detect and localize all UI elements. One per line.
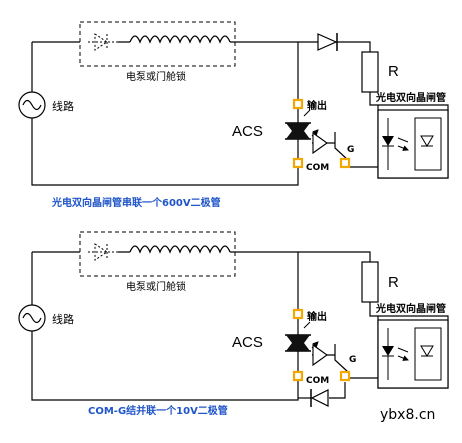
bottom-output-terminal [292,308,304,320]
bottom-opto-label: 光电双向晶闸管 [375,302,446,315]
bottom-enclosure [79,231,236,277]
top-coil [129,35,231,44]
bottom-g-label: G [349,355,356,365]
top-com-label: COM [306,163,329,173]
bottom-circuit: 线路 电泵或门舱锁 R 光电双向晶闸管 ACS [18,231,449,417]
bottom-terminals [292,308,351,382]
top-acs-label: ACS [232,123,263,140]
bottom-acs-label: ACS [232,334,263,351]
top-output-label: 输出 [307,99,327,112]
top-r-label: R [388,63,399,80]
top-output-terminal [292,98,304,110]
bottom-resistor [361,261,379,303]
top-caption: 光电双向晶闸管串联一个600V二极管 [51,196,221,209]
top-enclosure [79,21,236,67]
bottom-enclosure-label: 电泵或门舱锁 [126,280,186,293]
bottom-g-terminal [339,370,351,382]
top-ac-source [18,91,46,119]
top-source-label: 线路 [52,99,74,113]
bottom-optocoupler [377,319,449,389]
bottom-gate-driver [312,343,328,367]
top-circuit: 线路 电泵或门舱锁 R 光电双向晶闸管 ACS [18,21,449,209]
bottom-acs-triac [285,321,318,371]
watermark-text: ybx8.cn [380,407,435,423]
bottom-r-label: R [388,274,399,291]
top-com-terminal [292,157,304,169]
top-acs-triac [285,109,318,158]
top-gate-driver [312,131,328,155]
bottom-ac-source [18,304,46,332]
top-opto-label: 光电双向晶闸管 [375,91,446,104]
top-g-label: G [347,145,354,155]
bottom-caption: COM-G结并联一个10V二极管 [88,404,228,417]
top-enclosure-label: 电泵或门舱锁 [126,70,186,83]
top-optocoupler [377,109,449,179]
bottom-com-label: COM [306,376,329,386]
bottom-output-label: 输出 [307,310,327,323]
bottom-com-terminal [292,370,304,382]
top-terminals [292,98,351,169]
top-resistor [361,51,379,93]
bottom-coil [129,245,231,254]
top-enclosure-diode [88,33,118,51]
bottom-source-label: 线路 [52,312,74,326]
top-series-diode [317,33,338,51]
bottom-parallel-diode [310,389,329,407]
top-g-terminal [339,157,351,169]
bottom-enclosure-diode [88,243,118,261]
